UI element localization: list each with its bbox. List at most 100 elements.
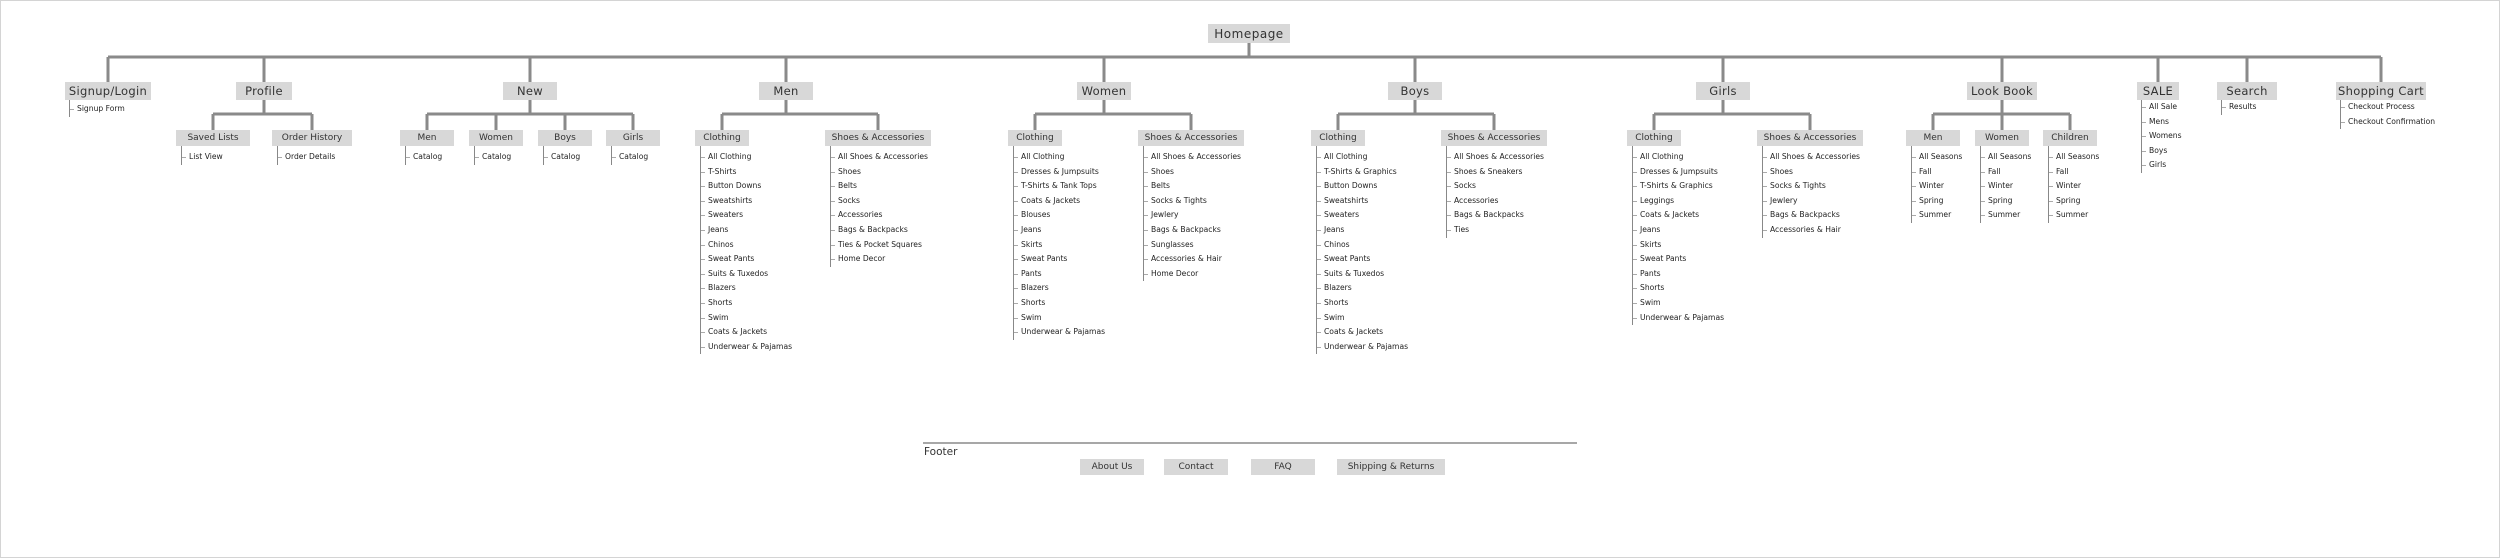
root-node-homepage: Homepage — [1208, 24, 1290, 43]
page-list-item: Womens — [2142, 129, 2182, 144]
page-list-item: Shoes — [831, 165, 928, 180]
page-list-item: Catalog — [544, 150, 580, 165]
node-lookbook: Look Book — [1967, 82, 2037, 100]
page-list-item: Fall — [2049, 165, 2099, 180]
page-list-item: Shoes — [1763, 165, 1860, 180]
page-list: Signup Form — [69, 100, 125, 117]
page-list-item: Jeans — [1317, 223, 1408, 238]
page-list-item: Girls — [2142, 158, 2182, 173]
page-list-item: Order Details — [278, 150, 335, 165]
page-list-item: Fall — [1912, 165, 1962, 180]
page-list-item: Suits & Tuxedos — [1317, 267, 1408, 282]
page-list: Results — [2221, 100, 2256, 115]
page-list-item: Swim — [1633, 296, 1724, 311]
page-list-item: Boys — [2142, 144, 2182, 159]
page-list-item: Blouses — [1014, 208, 1105, 223]
page-list-item: T-Shirts — [701, 165, 792, 180]
page-list-item: Accessories — [1447, 194, 1544, 209]
page-list-item: Catalog — [612, 150, 648, 165]
page-list-item: Summer — [1981, 208, 2031, 223]
page-list-item: All Clothing — [1317, 150, 1408, 165]
node-lookbook-men: Men — [1906, 130, 1960, 146]
page-list: Catalog — [543, 146, 580, 165]
page-list-item: Chinos — [1317, 238, 1408, 253]
page-list-item: Accessories & Hair — [1763, 223, 1860, 238]
node-men-clothing: Clothing — [695, 130, 749, 146]
page-list-item: Coats & Jackets — [701, 325, 792, 340]
page-list-item: Jeans — [701, 223, 792, 238]
page-list-item: Bags & Backpacks — [831, 223, 928, 238]
page-list-item: Summer — [2049, 208, 2099, 223]
page-list-item: Pants — [1014, 267, 1105, 282]
page-list-item: All Shoes & Accessories — [1763, 150, 1860, 165]
page-list-item: All Sale — [2142, 100, 2182, 115]
page-list-item: Spring — [2049, 194, 2099, 209]
footer-node-shipping-returns: Shipping & Returns — [1337, 459, 1445, 475]
page-list-item: Winter — [1981, 179, 2031, 194]
node-women-shoes-accessories: Shoes & Accessories — [1138, 130, 1244, 146]
node-signup: Signup/Login — [65, 82, 151, 100]
page-list-item: Socks & Tights — [1763, 179, 1860, 194]
page-list-item: Bags & Backpacks — [1144, 223, 1241, 238]
page-list-item: All Clothing — [1014, 150, 1105, 165]
page-list-item: Pants — [1633, 267, 1724, 282]
node-girls: Girls — [1696, 82, 1750, 100]
page-list-item: Swim — [1014, 311, 1105, 326]
node-cart: Shopping Cart — [2336, 82, 2426, 100]
node-lookbook-women: Women — [1975, 130, 2029, 146]
node-boys: Boys — [1388, 82, 1442, 100]
page-list-item: Sweaters — [1317, 208, 1408, 223]
page-list-item: Sunglasses — [1144, 238, 1241, 253]
page-list-item: Sweat Pants — [701, 252, 792, 267]
page-list-item: Signup Form — [70, 102, 125, 117]
page-list-item: Sweaters — [701, 208, 792, 223]
page-list-item: Shorts — [1317, 296, 1408, 311]
node-men: Men — [759, 82, 813, 100]
page-list-item: Belts — [1144, 179, 1241, 194]
page-list-item: List View — [182, 150, 223, 165]
node-new-men: Men — [400, 130, 454, 146]
page-list-item: Swim — [701, 311, 792, 326]
node-new-girls: Girls — [606, 130, 660, 146]
page-list-item: Coats & Jackets — [1014, 194, 1105, 209]
page-list-item: Underwear & Pajamas — [701, 340, 792, 355]
page-list-item: All Shoes & Accessories — [1447, 150, 1544, 165]
page-list-item: All Shoes & Accessories — [831, 150, 928, 165]
page-list-item: Ties & Pocket Squares — [831, 238, 928, 253]
page-list-item: Socks & Tights — [1144, 194, 1241, 209]
page-list-item: Underwear & Pajamas — [1317, 340, 1408, 355]
footer-node-faq: FAQ — [1251, 459, 1315, 475]
page-list-item: Sweat Pants — [1317, 252, 1408, 267]
node-boys-clothing: Clothing — [1311, 130, 1365, 146]
node-men-shoes-accessories: Shoes & Accessories — [825, 130, 931, 146]
page-list-item: All Seasons — [1981, 150, 2031, 165]
node-new-women: Women — [469, 130, 523, 146]
node-new-boys: Boys — [538, 130, 592, 146]
page-list-item: Ties — [1447, 223, 1544, 238]
page-list-item: Bags & Backpacks — [1763, 208, 1860, 223]
page-list-item: Underwear & Pajamas — [1633, 311, 1724, 326]
page-list-item: Checkout Process — [2341, 100, 2435, 115]
page-list-item: Belts — [831, 179, 928, 194]
page-list-item: Underwear & Pajamas — [1014, 325, 1105, 340]
page-list-item: All Clothing — [1633, 150, 1724, 165]
page-list-item: Checkout Confirmation — [2341, 115, 2435, 130]
page-list-item: Dresses & Jumpsuits — [1633, 165, 1724, 180]
node-search: Search — [2217, 82, 2277, 100]
node-profile: Profile — [236, 82, 292, 100]
page-list-item: Leggings — [1633, 194, 1724, 209]
node-girls-shoes-accessories: Shoes & Accessories — [1757, 130, 1863, 146]
page-list-item: Jeans — [1633, 223, 1724, 238]
page-list-item: T-Shirts & Tank Tops — [1014, 179, 1105, 194]
page-list-item: Coats & Jackets — [1317, 325, 1408, 340]
page-list: Catalog — [611, 146, 648, 165]
node-boys-shoes-accessories: Shoes & Accessories — [1441, 130, 1547, 146]
page-list-item: All Clothing — [701, 150, 792, 165]
